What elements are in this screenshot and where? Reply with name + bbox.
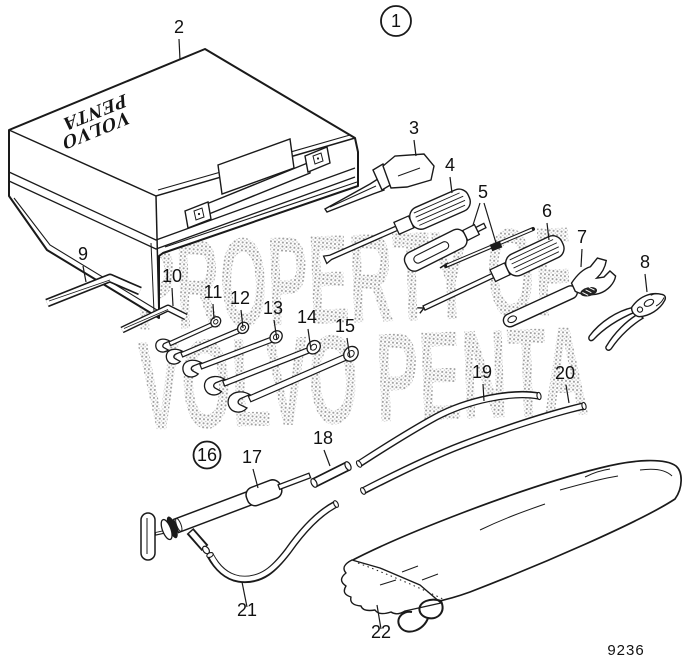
- callout-5-stub-awl: 5: [478, 182, 488, 202]
- callout-22-bag: 22: [371, 622, 391, 642]
- callout-14-wrench: 14: [297, 307, 317, 327]
- callout-15-wrench: 15: [335, 316, 355, 336]
- phillips-screwdriver: [417, 235, 565, 314]
- callout-12-wrench: 12: [230, 288, 250, 308]
- callout-21-hose: 21: [237, 600, 257, 620]
- case-latch-left: [184, 201, 212, 229]
- callout-11-wrench: 11: [204, 282, 223, 302]
- hex-key-large: [45, 273, 142, 308]
- callout-10-hex-key: 10: [162, 266, 182, 286]
- case-latch-right: [304, 146, 331, 173]
- callout-13-wrench: 13: [263, 298, 283, 318]
- callout-9-hex-key: 9: [78, 244, 88, 264]
- callout-1-label: 1: [391, 11, 401, 31]
- stub-screwdriver-slot: [413, 241, 450, 264]
- callout-3-knife: 3: [409, 118, 419, 138]
- callout-20-hose: 20: [555, 363, 575, 383]
- wrench-11: [155, 316, 222, 353]
- callout-4-screwdriver: 4: [445, 155, 455, 175]
- hose-19: [355, 390, 542, 468]
- pump-outlet: [186, 528, 210, 555]
- wrench-15: [227, 345, 359, 413]
- callout-8-pliers: 8: [640, 252, 650, 272]
- flat-screwdriver: [322, 188, 471, 265]
- pump-barrel: [160, 472, 312, 541]
- case-front-corner-bevel: [150, 242, 155, 313]
- knife-handle: [382, 153, 435, 189]
- hex-key-small: [120, 304, 188, 334]
- callout-2-case: 2: [174, 17, 184, 37]
- callout-16-label: 16: [197, 445, 217, 465]
- pliers: [588, 293, 667, 351]
- watermark-line2: VOLVO PENTA: [136, 299, 591, 457]
- pump-flange: [166, 516, 178, 539]
- knife-tool: [323, 153, 435, 213]
- bag-drawstring-hem: [340, 559, 442, 615]
- adjustable-wrench: [502, 257, 617, 328]
- wrench-14: [203, 339, 321, 396]
- callout-labels: 1 2 3 4 5 6 7 8 9 10 11 12 13 14 15 16 1…: [78, 5, 650, 642]
- case-bottom-bevel-right: [164, 181, 358, 248]
- case-seam-upper: [8, 167, 356, 241]
- leader-lines: [82, 38, 648, 630]
- case-front-corner-edge: [155, 195, 160, 319]
- connector-tube: [310, 461, 352, 488]
- callout-17-pump: 17: [242, 447, 262, 467]
- hose-21: [206, 500, 339, 584]
- drawing-number: 9236: [607, 642, 644, 659]
- tool-bag: [340, 459, 682, 633]
- stub-screwdriver: [403, 222, 487, 272]
- hose-20: [360, 401, 587, 495]
- case-seam-lower: [8, 176, 356, 250]
- callout-16-pump-group: 16: [192, 440, 222, 470]
- callout-18-tube: 18: [313, 428, 333, 448]
- awl-pin: [439, 227, 535, 269]
- wrench-12: [165, 321, 250, 365]
- wrench-13: [182, 330, 283, 378]
- callout-1-kit: 1: [380, 5, 412, 37]
- callout-7-adjustable-wrench: 7: [577, 227, 587, 247]
- bag-drawstring-cord: [397, 598, 444, 633]
- callout-6-phillips: 6: [542, 201, 552, 221]
- case-bottom-bevel-left: [13, 197, 158, 311]
- callout-19-hose: 19: [472, 362, 492, 382]
